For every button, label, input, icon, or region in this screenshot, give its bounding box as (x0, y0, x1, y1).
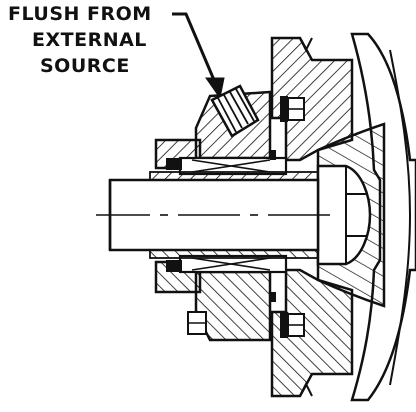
seal-chamber-top (270, 36, 354, 162)
seal-chamber-bottom (270, 268, 354, 398)
callout-line-3: SOURCE (40, 55, 130, 77)
gland-bottom (194, 270, 272, 342)
gland-stud-bottom (280, 312, 305, 338)
seal-spring-box-bottom (166, 254, 288, 274)
callout-label: FLUSH FROM EXTERNAL SOURCE (8, 3, 152, 77)
impeller-nut (316, 164, 372, 266)
callout-line-2: EXTERNAL (32, 29, 147, 51)
gland-stud-top (280, 96, 305, 122)
gland-nut-left (187, 311, 207, 335)
callout-line-1: FLUSH FROM (8, 3, 152, 25)
gaskets (270, 150, 276, 302)
seal-spring-box-top (166, 156, 288, 176)
callout-arrow-icon (172, 12, 225, 100)
flush-port-fitting (210, 84, 260, 138)
